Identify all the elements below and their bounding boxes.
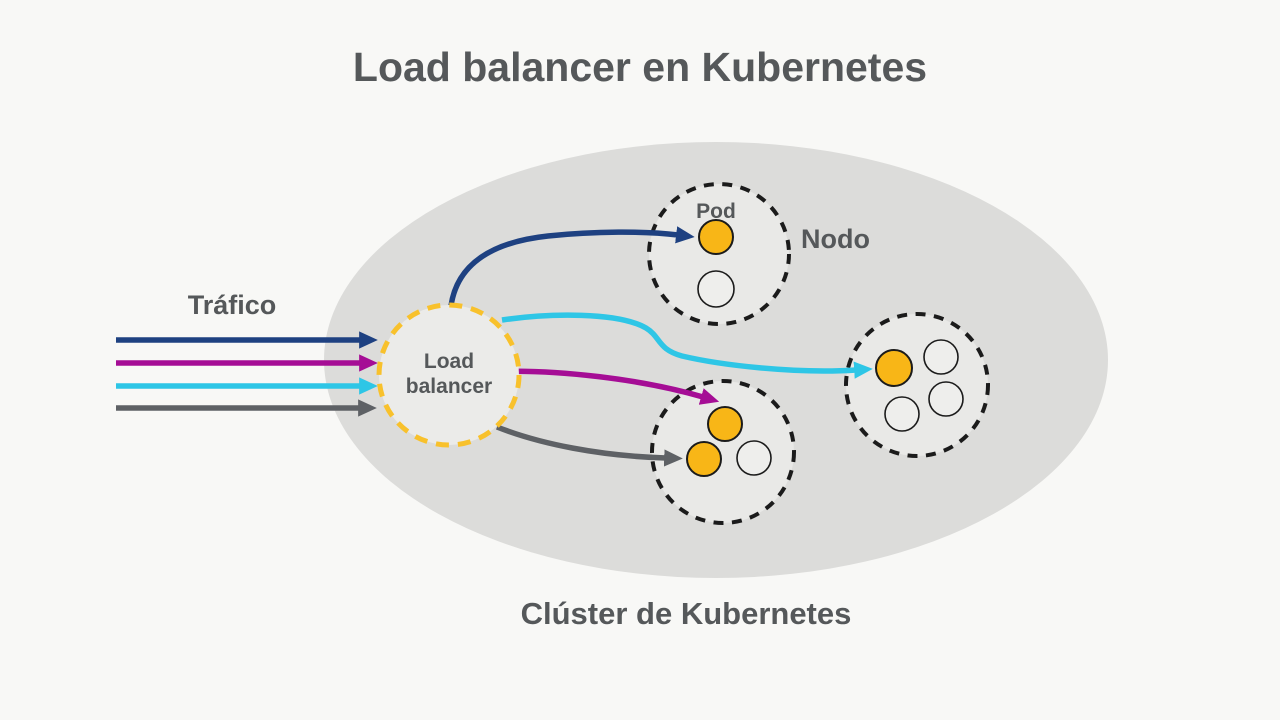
traffic-label: Tráfico (188, 290, 277, 320)
node-circle (650, 379, 796, 525)
pod-label: Pod (696, 200, 736, 223)
pod-active (875, 349, 913, 387)
pod-idle (697, 270, 735, 308)
node-label: Nodo (801, 224, 870, 254)
load-balancer-label-line1: Load (424, 350, 474, 373)
node-circle (844, 312, 990, 458)
traffic-arrows (116, 331, 378, 417)
diagram-title: Load balancer en Kubernetes (353, 44, 927, 90)
pod-idle (928, 381, 964, 417)
pod-idle (923, 339, 959, 375)
load-balancer-circle (376, 302, 522, 448)
route-arrow-cyan (501, 312, 873, 379)
pod-active (686, 441, 722, 477)
pod-idle (736, 440, 772, 476)
route-arrow-gray (495, 424, 683, 467)
nodes-layer (647, 182, 990, 525)
pod-active (707, 406, 743, 442)
pod-active (698, 219, 734, 255)
pod-idle (884, 396, 920, 432)
cluster-label: Clúster de Kubernetes (521, 596, 852, 631)
route-arrow-blue (448, 226, 695, 307)
load-balancer-label-line2: balancer (406, 375, 492, 398)
